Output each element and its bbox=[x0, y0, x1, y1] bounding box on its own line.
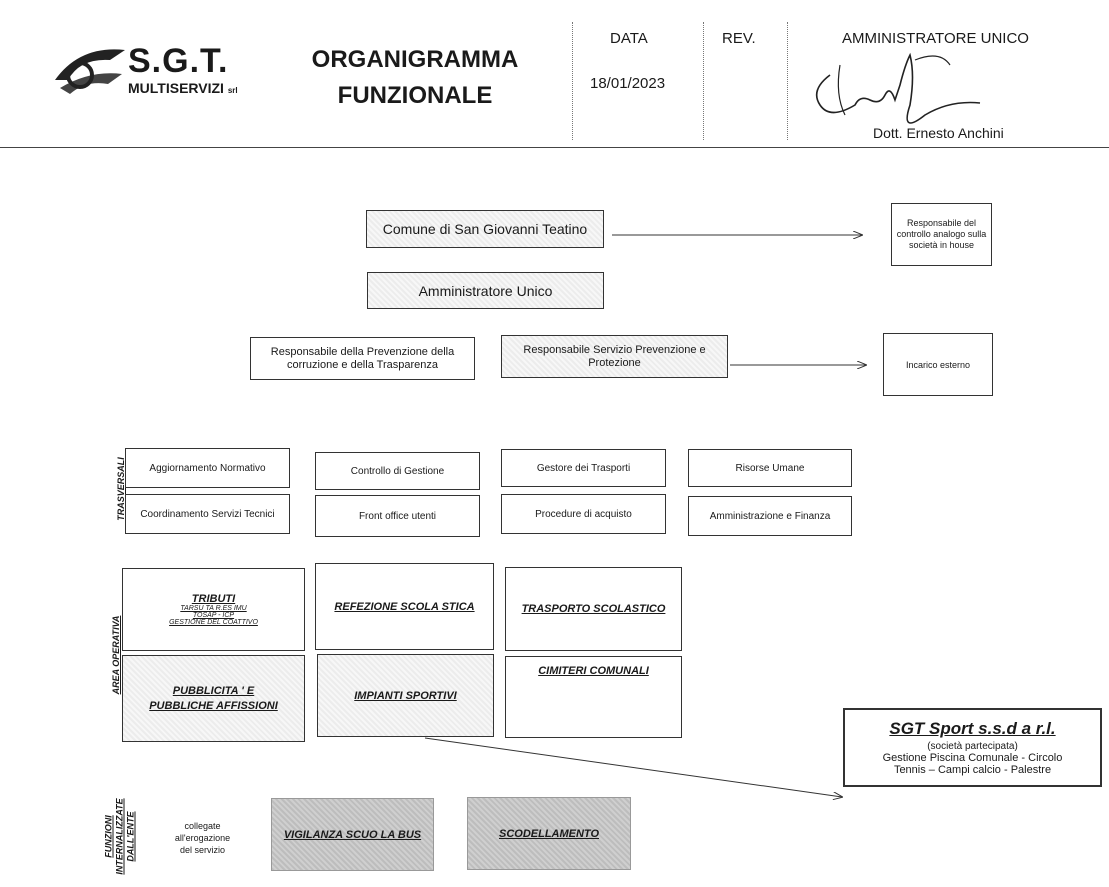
admin-name: Dott. Ernesto Anchini bbox=[873, 125, 1004, 141]
page-title-line1: ORGANIGRAMMA bbox=[311, 46, 519, 73]
sgt-sport-line1: Gestione Piscina Comunale - Circolo bbox=[882, 752, 1063, 764]
note-collegate: collegate all'erogazione del servizio bbox=[165, 820, 240, 856]
box-sgt-sport: SGT Sport s.s.d a r.l. (società partecip… bbox=[843, 708, 1102, 787]
box-coordinamento-servizi: Coordinamento Servizi Tecnici bbox=[125, 494, 290, 534]
header-rule bbox=[0, 147, 1109, 148]
sgt-sport-line2: Tennis – Campi calcio - Palestre bbox=[893, 764, 1052, 776]
page-title-line2: FUNZIONALE bbox=[337, 82, 493, 109]
box-comune: Comune di San Giovanni Teatino bbox=[366, 210, 604, 248]
note-line2: all'erogazione bbox=[174, 833, 231, 843]
admin-label: AMMINISTRATORE UNICO bbox=[842, 30, 1029, 47]
box-impianti: IMPIANTI SPORTIVI bbox=[317, 654, 494, 737]
signature bbox=[815, 52, 981, 124]
date-label: DATA bbox=[610, 30, 648, 47]
box-vigilanza: VIGILANZA SCUO LA BUS bbox=[271, 798, 434, 871]
box-controllo-analogo: Responsabile del controllo analogo sulla… bbox=[891, 203, 992, 266]
label-funzioni-line1: FUNZIONI bbox=[103, 815, 114, 858]
box-amministratore: Amministratore Unico bbox=[367, 272, 604, 309]
box-incarico: Incarico esterno bbox=[883, 333, 993, 396]
label-funzioni: FUNZIONI INTERNALIZZATE DALL'ENTE bbox=[104, 787, 137, 887]
header-separator bbox=[703, 22, 704, 140]
box-aggiornamento-normativo: Aggiornamento Normativo bbox=[125, 448, 290, 488]
box-risorse-umane: Risorse Umane bbox=[688, 449, 852, 487]
label-funzioni-line3: DALL'ENTE bbox=[125, 811, 136, 862]
box-procedure-acquisto: Procedure di acquisto bbox=[501, 494, 666, 534]
box-refezione: REFEZIONE SCOLA STICA bbox=[315, 563, 494, 650]
header-separator bbox=[572, 22, 573, 140]
page-title: ORGANIGRAMMA FUNZIONALE bbox=[290, 42, 540, 114]
box-cimiteri: CIMITERI COMUNALI bbox=[505, 656, 682, 738]
box-rpct: Responsabile della Prevenzione della cor… bbox=[250, 337, 475, 380]
label-funzioni-line2: INTERNALIZZATE bbox=[114, 798, 125, 875]
header-separator bbox=[787, 22, 788, 140]
label-area-operativa: AREA OPERATIVA bbox=[111, 615, 121, 695]
note-line1: collegate bbox=[184, 821, 221, 831]
note-line3: del servizio bbox=[179, 845, 226, 855]
logo-sub: MULTISERVIZI srl bbox=[128, 80, 238, 96]
box-pubblicita: PUBBLICITA ' E PUBBLICHE AFFISSIONI bbox=[122, 655, 305, 742]
box-trasporto: TRASPORTO SCOLASTICO bbox=[505, 567, 682, 651]
sgt-sport-subtitle: (società partecipata) bbox=[927, 741, 1018, 752]
rev-label: REV. bbox=[722, 30, 756, 47]
tributi-line3: GESTIONE DEL COATTIVO bbox=[169, 619, 258, 626]
sgt-sport-title: SGT Sport s.s.d a r.l. bbox=[889, 719, 1056, 738]
tributi-line2: TOSAP - ICP bbox=[192, 612, 235, 619]
arrow-impianti-sgtsport bbox=[424, 737, 842, 797]
box-controllo-gestione: Controllo di Gestione bbox=[315, 452, 480, 490]
tributi-title: TRIBUTI bbox=[191, 593, 236, 605]
logo-main: S.G.T. bbox=[128, 42, 229, 80]
box-gestore-trasporti: Gestore dei Trasporti bbox=[501, 449, 666, 487]
box-scodellamento: SCODELLAMENTO bbox=[467, 797, 631, 870]
date-value: 18/01/2023 bbox=[590, 75, 666, 92]
box-front-office: Front office utenti bbox=[315, 495, 480, 537]
box-rspp: Responsabile Servizio Prevenzione e Prot… bbox=[501, 335, 728, 378]
logo-swoosh-icon bbox=[55, 49, 125, 94]
logo: S.G.T. MULTISERVIZI srl bbox=[50, 40, 270, 100]
box-tributi: TRIBUTI TARSU TA R.ES IMU TOSAP - ICP GE… bbox=[122, 568, 305, 651]
box-amministrazione-finanza: Amministrazione e Finanza bbox=[688, 496, 852, 536]
tributi-line1: TARSU TA R.ES IMU bbox=[180, 605, 247, 612]
